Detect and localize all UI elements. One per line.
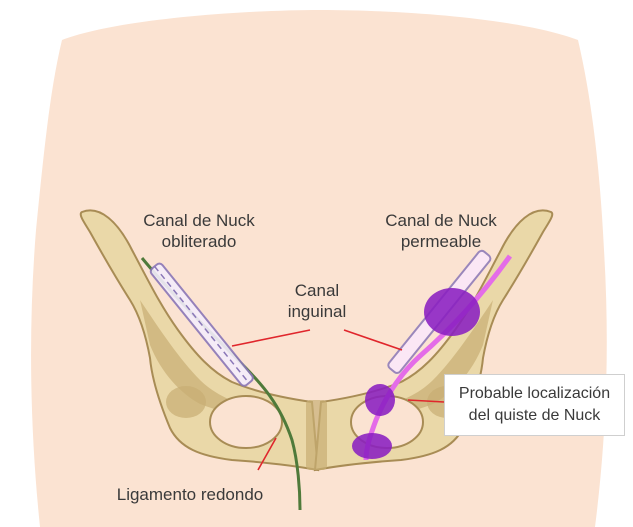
pubic-symphysis [306, 400, 327, 470]
label-canal-nuck-obliterado: Canal de Nuck obliterado [124, 210, 274, 252]
label-ligamento-redondo: Ligamento redondo [100, 484, 280, 505]
cyst-middle [365, 384, 395, 416]
label-canal-nuck-permeable: Canal de Nuck permeable [366, 210, 516, 252]
cyst-lower [352, 433, 392, 459]
cyst-upper [424, 288, 480, 336]
label-canal-inguinal: Canal inguinal [272, 280, 362, 322]
callout-probable-localizacion: Probable localización del quiste de Nuck [444, 374, 625, 436]
label-probable-localizacion: Probable localización del quiste de Nuck [445, 375, 624, 427]
